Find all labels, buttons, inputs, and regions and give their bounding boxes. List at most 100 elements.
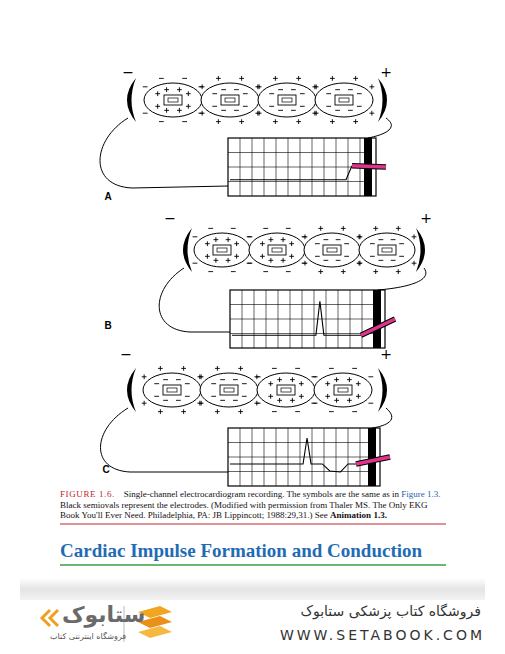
cell-outline [359,233,415,267]
charge-stroke [233,400,238,401]
paper-roll [373,290,381,348]
charge-stroke [272,368,277,369]
cell-outline [144,83,202,117]
charge-stroke [220,400,225,401]
charge-stroke [154,383,159,384]
charge-stroke [179,87,180,92]
charge-stroke [247,263,252,264]
charge-stroke [344,256,349,257]
charge-stroke [329,368,334,369]
charge-stroke [185,396,190,397]
charge-stroke [315,256,320,257]
ecg-panel [101,366,392,486]
grid-line [230,304,373,305]
charge-stroke [327,381,328,386]
charge-stroke [304,234,305,239]
charge-stroke [270,381,271,386]
charge-stroke [336,239,341,240]
cell-outline [257,373,315,407]
ecg-trace [230,166,352,180]
charge-stroke [160,409,161,414]
cell-outline [200,373,258,407]
charge-stroke [159,121,164,122]
grid-line [228,167,364,168]
shadow-band [20,578,485,600]
charge-stroke [215,237,216,242]
charge-stroke [358,381,359,386]
cell-symbol [382,248,392,252]
charge-stroke [398,226,399,231]
charge-stroke [391,260,396,261]
charge-stroke [220,379,225,380]
cell-symbol [281,388,291,392]
cell-symbol [225,98,235,102]
charge-stroke [269,106,274,107]
grid-line [230,319,373,320]
charge-stroke [241,119,242,124]
charge-stroke [352,411,357,412]
charge-stroke [300,93,305,94]
charge-stroke [176,379,181,380]
cell-symbol [378,245,396,255]
charge-stroke [371,111,372,116]
charge-stroke [160,366,161,371]
charge-stroke [263,271,268,272]
charge-stroke [352,368,357,369]
charge-stroke [242,383,247,384]
charge-stroke [332,119,333,124]
charge-stroke [272,411,277,412]
charge-stroke [157,91,158,96]
charge-stroke [332,76,333,81]
charge-stroke [217,366,218,371]
electrode [127,78,136,122]
cell-outline [315,83,373,117]
charge-stroke [348,89,353,90]
charge-stroke [193,263,198,264]
charge-stroke [166,108,167,113]
charge-stroke [166,87,167,92]
stylus [352,166,386,167]
charge-stroke [247,236,252,237]
charge-stroke [302,263,307,264]
charge-stroke [240,409,241,414]
charge-stroke [242,396,247,397]
charge-stroke [370,243,375,244]
panel-letter: A [104,192,111,202]
cell-symbol [220,385,238,395]
charge-stroke [269,93,274,94]
charge-stroke [343,269,344,274]
charge-stroke [236,241,237,246]
charge-stroke [291,241,292,246]
charge-stroke [298,76,299,81]
charge-stroke [154,396,159,397]
charge-stroke [295,368,300,369]
charge-stroke [256,376,261,377]
charge-stroke [143,86,148,87]
electrode [378,368,387,412]
charge-stroke [221,110,226,111]
charge-stroke [275,76,276,81]
charge-stroke [336,398,337,403]
grid-line [230,333,373,334]
charge-stroke [320,269,321,274]
charge-stroke [212,106,217,107]
ecg-trace [232,301,361,335]
charge-stroke [278,89,283,90]
charge-stroke [375,226,376,231]
charge-stroke [218,119,219,124]
grid-line [228,471,368,472]
recorder-paper [230,290,385,348]
charge-stroke [179,108,180,113]
charge-stroke [279,377,280,382]
charge-stroke [241,76,242,81]
lead-wire [378,268,426,290]
charge-stroke [202,111,203,116]
charge-stroke [291,110,296,111]
electrode-polarity: − [164,211,176,225]
charge-stroke [233,379,238,380]
charge-stroke [291,89,296,90]
charge-stroke [202,84,203,89]
charge-stroke [182,121,187,122]
cell-outline [258,83,316,117]
charge-stroke [218,76,219,81]
